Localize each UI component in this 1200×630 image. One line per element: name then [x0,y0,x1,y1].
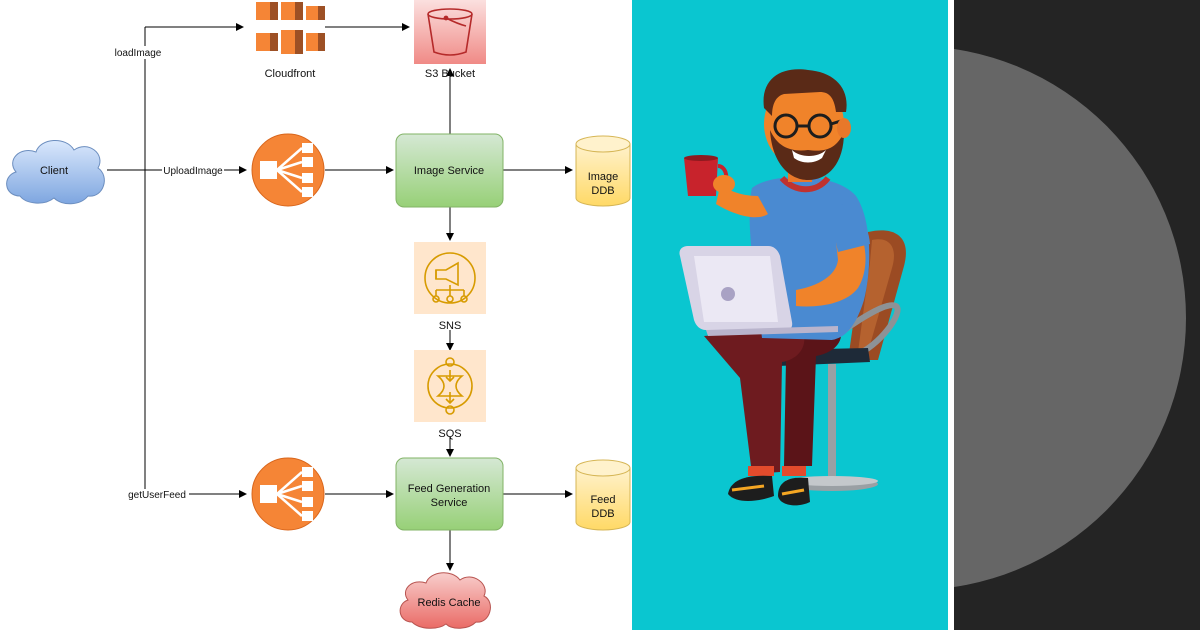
sqs-node: SQS [414,350,486,440]
hair [763,69,847,116]
database-icon [575,135,631,207]
redis-cache-node: Redis Cache [399,572,491,629]
feed-ddb-label-line2: DDB [591,508,614,520]
cloudfront-node: Cloudfront [256,2,325,80]
database-icon [575,459,631,531]
image-ddb-node: Image DDB [575,135,631,207]
image-service-node: Image Service [395,133,504,208]
feed-generation-service-node: Feed Generation Service [395,457,504,531]
connectors [107,23,573,571]
label-getuserfeed: getUserFeed [128,490,186,501]
feed-load-balancer [251,457,325,531]
leg-back [782,326,842,466]
image-ddb-label-line1: Image [588,171,619,183]
cloud-icon [399,572,491,629]
feed-service-label-line2: Service [431,497,468,509]
sns-label: SNS [439,320,462,332]
client-node: Client [6,140,105,205]
image-service-label: Image Service [414,165,484,177]
architecture-diagram: loadImage UploadImage getUserFeed Client… [6,0,631,629]
cloudfront-icon [256,2,325,54]
s3-node: S3 Bucket [414,0,486,80]
feed-service-label-line1: Feed Generation [408,483,491,495]
diagram-canvas: loadImage UploadImage getUserFeed Client… [6,0,631,629]
gray-circle-decoration [954,49,1186,587]
edge-labels: loadImage UploadImage getUserFeed [106,46,224,501]
head [764,80,844,168]
sqs-label: SQS [438,428,461,440]
panel-divider [948,0,954,630]
beard [770,130,844,180]
bucket-icon [427,8,473,56]
load-balancer-icon [260,467,313,521]
upload-load-balancer [251,133,325,207]
feed-ddb-label-line1: Feed [590,494,615,506]
client-label: Client [40,165,68,177]
load-balancer-icon [260,143,313,197]
mug [684,158,718,196]
s3-label: S3 Bucket [425,68,475,80]
arm-back [716,186,768,218]
label-uploadimage: UploadImage [163,166,223,177]
cloudfront-label: Cloudfront [265,68,316,80]
redis-cache-label: Redis Cache [418,597,481,609]
sqs-icon [427,357,473,415]
shirt-collar [779,175,831,193]
leg-front [704,328,805,474]
image-ddb-label-line2: DDB [591,185,614,197]
dark-decorative-panel [954,0,1200,630]
glasses [773,113,845,139]
label-loadimage: loadImage [115,48,162,59]
sns-node: SNS [414,242,486,332]
feed-ddb-node: Feed DDB [575,459,631,531]
illustration-panel [632,0,950,630]
sns-icon [424,252,476,304]
cloud-icon [6,140,105,205]
chair-pole [828,364,836,476]
person-with-laptop-illustration [679,69,906,506]
